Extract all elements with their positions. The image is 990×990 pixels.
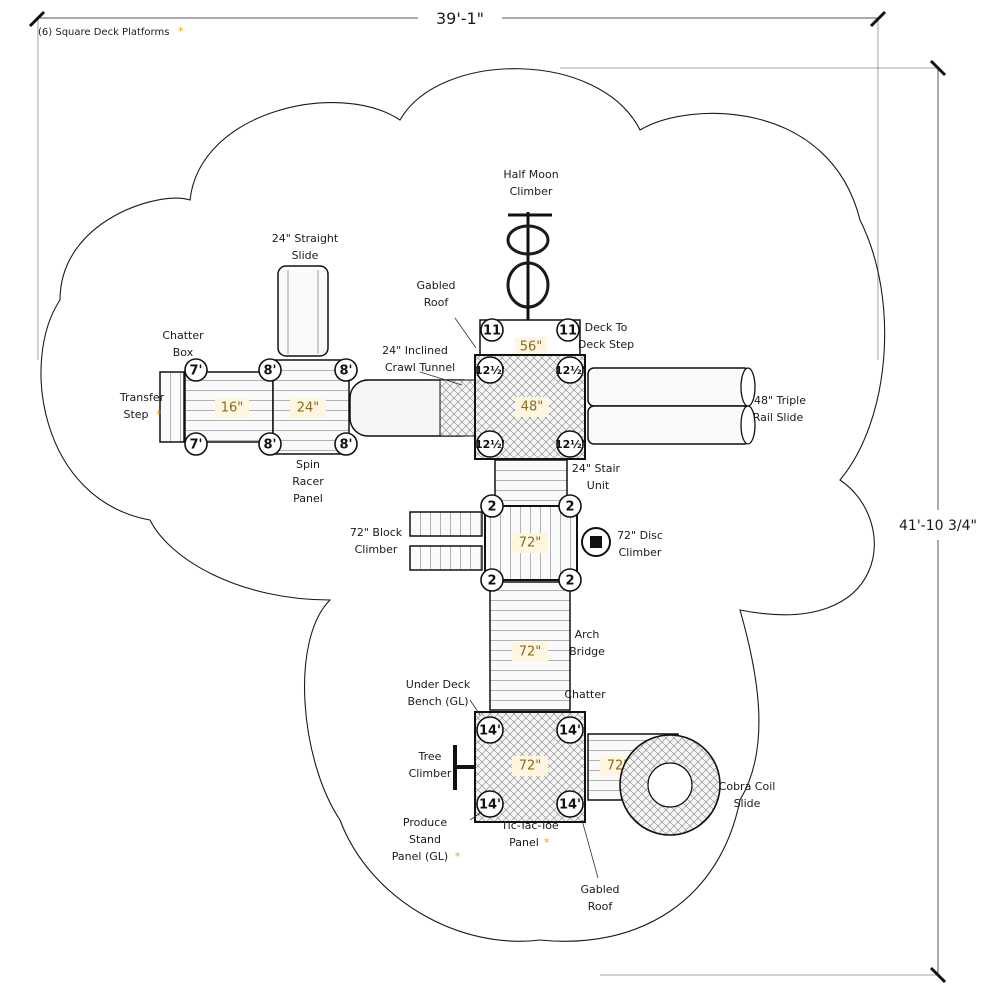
post-main-br: 12½' — [555, 430, 585, 458]
arch-bridge: 72" — [489, 581, 571, 711]
svg-text:14': 14' — [479, 798, 501, 813]
block-climber — [409, 511, 483, 571]
half-moon-climber — [500, 212, 556, 325]
svg-text:12½': 12½' — [475, 364, 505, 377]
svg-text:8': 8' — [263, 364, 276, 379]
crawl-tunnel — [349, 379, 481, 437]
post-bottom-tr: 14' — [556, 716, 584, 744]
post-mid-bl: 2 — [480, 568, 504, 592]
left-deck-a: 16" — [184, 371, 274, 443]
svg-text:12½': 12½' — [555, 438, 585, 451]
post-left-bl: 7' — [184, 432, 208, 456]
svg-text:7': 7' — [189, 364, 202, 379]
post-left-tl: 7' — [184, 358, 208, 382]
post-bottom-tl: 14' — [476, 716, 504, 744]
svg-text:8': 8' — [263, 438, 276, 453]
svg-text:8': 8' — [339, 364, 352, 379]
depth-dimension: 41'-10 3/4" — [560, 59, 983, 984]
svg-text:12½': 12½' — [475, 438, 505, 451]
disc-climber — [581, 527, 611, 557]
svg-text:*: * — [178, 25, 184, 38]
svg-text:16": 16" — [221, 401, 244, 416]
svg-text:7': 7' — [189, 438, 202, 453]
post-mid-tl: 2 — [480, 494, 504, 518]
svg-text:(6) Square Deck Platforms: (6) Square Deck Platforms — [38, 27, 169, 38]
svg-text:24": 24" — [297, 401, 320, 416]
svg-text:14': 14' — [559, 798, 581, 813]
depth-label: 41'-10 3/4" — [899, 518, 977, 534]
post-lnear-tr: 8' — [334, 358, 358, 382]
svg-text:11: 11 — [483, 324, 501, 339]
width-label: 39'-1" — [436, 9, 484, 28]
cobra-coil-slide: 72" — [587, 733, 721, 836]
svg-text:56": 56" — [520, 340, 543, 355]
post-main-bl: 12½' — [475, 430, 505, 458]
leader-lines — [419, 317, 599, 879]
deck-platform-note: (6) Square Deck Platforms * — [38, 25, 184, 38]
svg-text:12½': 12½' — [555, 364, 585, 377]
stair-unit — [494, 459, 568, 507]
post-main-tr: 12½' — [555, 356, 585, 384]
transfer-step-deck — [159, 371, 185, 443]
svg-text:2: 2 — [565, 500, 574, 515]
post-main-tl: 12½' — [475, 356, 505, 384]
svg-text:2: 2 — [487, 574, 496, 589]
svg-text:*: * — [156, 408, 162, 421]
label-chatter-low: Chatter — [564, 688, 606, 701]
straight-slide — [277, 265, 329, 357]
svg-text:2: 2 — [487, 500, 496, 515]
post-lmid-bl: 8' — [258, 432, 282, 456]
post-mid-tr: 2 — [558, 494, 582, 518]
posts: 11 11 12½' 12½' 12½' 12½' 2 2 2 2 14' 14… — [184, 318, 585, 818]
svg-text:14': 14' — [479, 724, 501, 739]
tree-climber — [453, 745, 476, 790]
post-mid-br: 2 — [558, 568, 582, 592]
svg-text:*: * — [455, 850, 461, 863]
post-top-left: 11 — [480, 318, 504, 342]
svg-text:72": 72" — [519, 645, 542, 660]
svg-text:14': 14' — [559, 724, 581, 739]
post-bottom-br: 14' — [556, 790, 584, 818]
svg-text:2: 2 — [565, 574, 574, 589]
post-bottom-bl: 14' — [476, 790, 504, 818]
width-dimension: 39'-1" — [28, 8, 887, 360]
safety-zone-outline — [40, 68, 886, 942]
triple-rail-slide — [587, 367, 756, 445]
post-lmid-tl: 8' — [258, 358, 282, 382]
svg-text:48": 48" — [521, 400, 544, 415]
svg-text:*: * — [544, 836, 550, 849]
post-top-right: 11 — [556, 318, 580, 342]
mid-deck: 72" — [484, 505, 578, 581]
svg-text:8': 8' — [339, 438, 352, 453]
svg-text:72": 72" — [519, 536, 542, 551]
post-lnear-br: 8' — [334, 432, 358, 456]
svg-text:72": 72" — [519, 759, 542, 774]
svg-text:11: 11 — [559, 324, 577, 339]
